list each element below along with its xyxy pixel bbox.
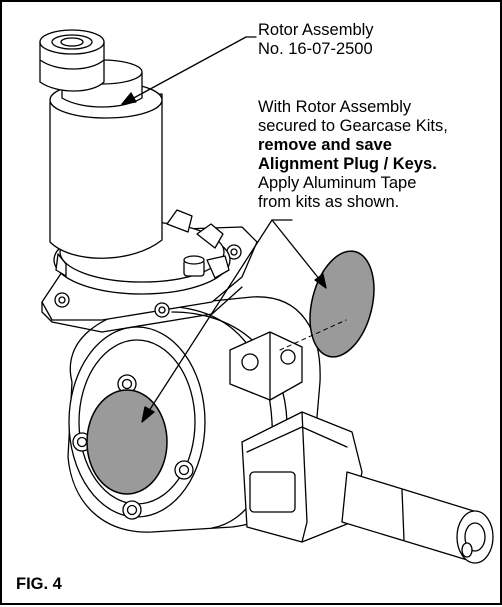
instruction-line-2: secured to Gearcase Kits,	[258, 117, 448, 135]
instruction-line-1: With Rotor Assembly	[258, 98, 412, 116]
output-housing	[229, 331, 494, 564]
aluminum-tape-side	[309, 250, 375, 358]
rotor-assembly	[39, 29, 231, 295]
instruction-line-3: remove and save	[258, 136, 392, 154]
tape-projection-line	[279, 319, 347, 351]
rotor-callout-title: Rotor Assembly	[258, 21, 374, 39]
instruction-callout: With Rotor Assembly secured to Gearcase …	[258, 98, 448, 212]
instruction-line-4: Alignment Plug / Keys.	[258, 155, 437, 173]
leader-lines	[121, 36, 327, 423]
figure-label: FIG. 4	[16, 575, 62, 593]
rotor-part-number: No. 16-07-2500	[258, 40, 373, 58]
instruction-line-5: Apply Aluminum Tape	[258, 174, 417, 192]
instruction-line-6: from kits as shown.	[258, 193, 400, 211]
aluminum-tape-front	[86, 389, 168, 495]
rotor-callout: Rotor Assembly No. 16-07-2500	[258, 21, 374, 59]
